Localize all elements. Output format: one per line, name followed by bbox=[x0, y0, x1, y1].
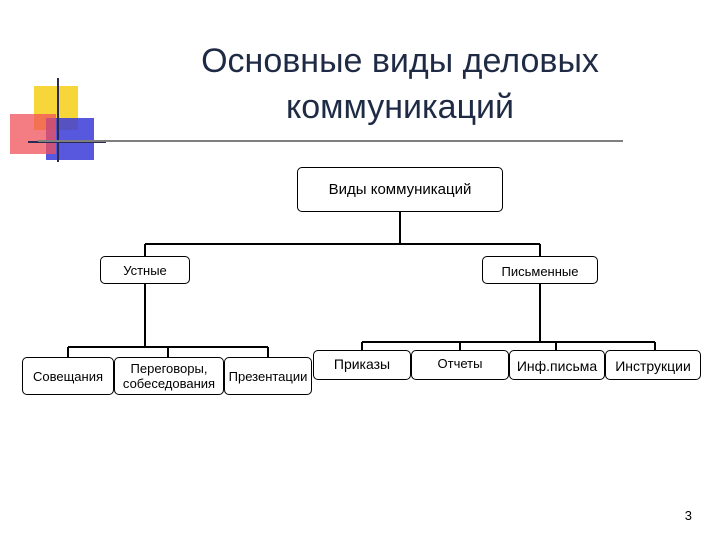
presentations-node-label: Презентации bbox=[228, 369, 308, 384]
instructions-node: Инструкции bbox=[605, 350, 701, 380]
reports-node: Отчеты bbox=[411, 350, 509, 380]
meetings-node: Совещания bbox=[22, 357, 114, 395]
orders-node-label: Приказы bbox=[333, 356, 391, 372]
instructions-node-label: Инструкции bbox=[615, 358, 691, 374]
root-node-label: Виды коммуникаций bbox=[328, 181, 472, 198]
negotiations-node-line1: Переговоры, bbox=[130, 361, 208, 376]
meetings-node-label: Совещания bbox=[32, 368, 103, 384]
presentations-node: Презентации bbox=[224, 357, 312, 395]
oral-node: Устные bbox=[100, 256, 190, 284]
slide-title: Основные виды деловых коммуникаций bbox=[140, 38, 660, 130]
written-node: Письменные bbox=[482, 256, 598, 284]
letters-node-label: Инф.письма bbox=[516, 358, 598, 374]
orders-node: Приказы bbox=[313, 350, 411, 380]
decorative-squares bbox=[10, 78, 106, 162]
written-node-label: Письменные bbox=[501, 264, 579, 279]
negotiations-node: Переговоры, собеседования bbox=[114, 357, 224, 395]
letters-node: Инф.письма bbox=[509, 350, 605, 380]
slide-title-line1: Основные виды деловых bbox=[201, 42, 599, 80]
oral-node-label: Устные bbox=[123, 263, 167, 278]
slide-title-line2: коммуникаций bbox=[285, 88, 515, 126]
root-node: Виды коммуникаций bbox=[297, 167, 503, 212]
deco-red-square bbox=[10, 114, 56, 154]
title-underline bbox=[38, 140, 623, 142]
negotiations-node-line2: собеседования bbox=[122, 376, 216, 391]
reports-node-label: Отчеты bbox=[437, 356, 483, 371]
page-number: 3 bbox=[684, 508, 692, 523]
